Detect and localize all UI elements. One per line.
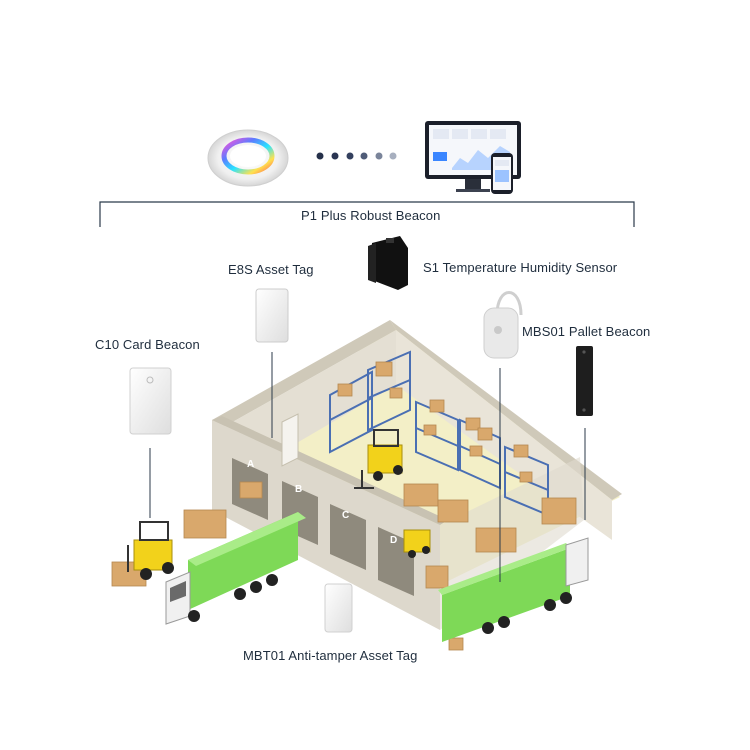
phone-icon xyxy=(491,153,513,194)
mbs01-pallet-beacon-device xyxy=(576,346,593,416)
mbt01-label: MBT01 Anti-tamper Asset Tag xyxy=(243,648,418,663)
gateway-ring-icon xyxy=(207,129,289,187)
connector-lines xyxy=(149,352,586,582)
temp-sensor-label: S1 Temperature Humidity Sensor xyxy=(423,260,618,275)
dock-door-a: A xyxy=(247,459,255,470)
e8s-asset-tag-device xyxy=(255,288,289,343)
warehouse-building xyxy=(111,320,622,651)
c10-card-beacon-device xyxy=(129,367,172,435)
truck-left xyxy=(165,512,306,625)
mbt01-anti-tamper-tag-device xyxy=(324,583,353,633)
gateway-label: P1 Plus Robust Beacon xyxy=(301,208,441,223)
mbs01-label: MBS01 Pallet Beacon xyxy=(522,324,651,339)
bracket-line xyxy=(99,201,635,227)
forklift-outside xyxy=(127,521,174,580)
temp-sensor-device xyxy=(368,236,408,290)
mbs01-pallet-sensor-device xyxy=(483,291,523,359)
dock-door-b: B xyxy=(295,484,303,495)
dock-door-d: D xyxy=(390,535,398,546)
dots-icon xyxy=(316,152,397,160)
c10-label: C10 Card Beacon xyxy=(95,337,200,352)
dock-door-c: C xyxy=(342,510,350,521)
forklift-right xyxy=(403,529,431,558)
e8s-label: E8S Asset Tag xyxy=(228,262,314,277)
truck-right xyxy=(438,537,589,642)
forklift-inside xyxy=(354,429,403,489)
